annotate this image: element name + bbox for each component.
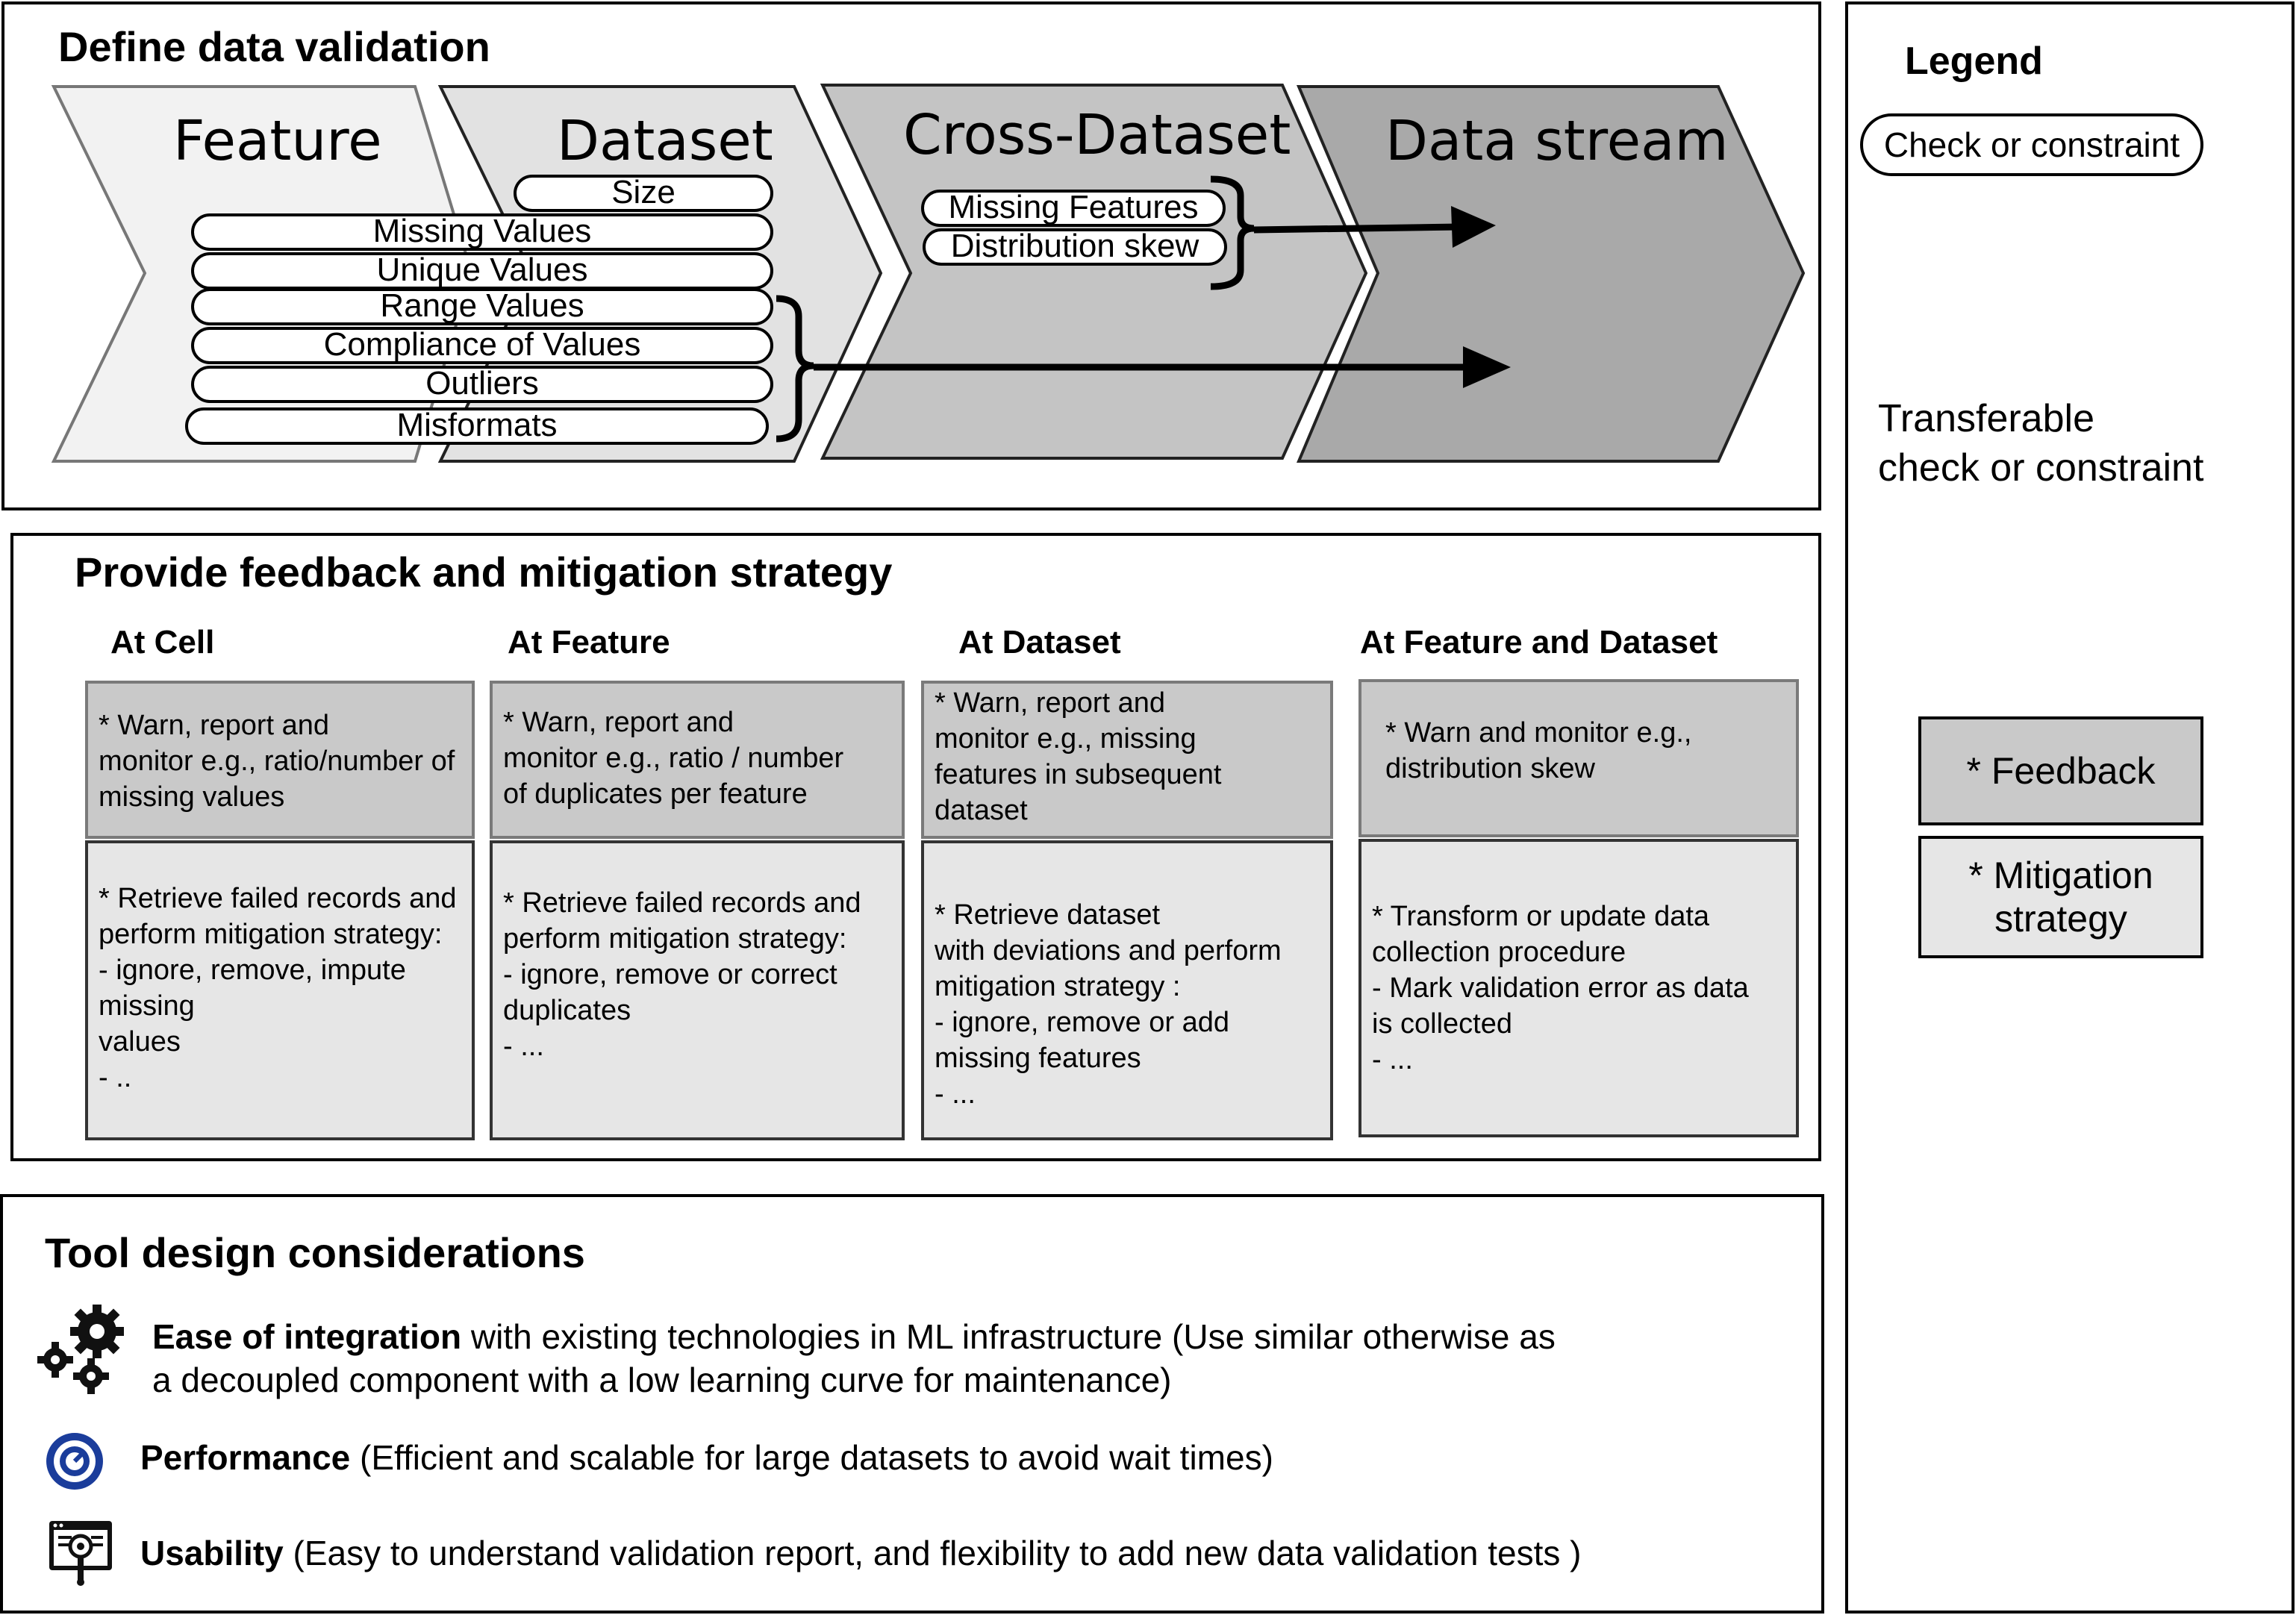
tool-design-title: Tool design considerations (45, 1229, 585, 1276)
check-misformats: Misformats (185, 407, 769, 445)
feedback-box-at-feature-and-dataset: * Warn and monitor e.g., distribution sk… (1358, 679, 1799, 837)
legend-feedback-box: * Feedback (1918, 716, 2203, 825)
usability-report-icon (46, 1518, 115, 1587)
stage-data-stream-title: Data stream (1385, 109, 1729, 173)
stage-cross-dataset-title: Cross-Dataset (903, 103, 1291, 167)
consideration-usability-bold: Usability (140, 1534, 284, 1572)
stage-feature-title: Feature (173, 109, 382, 173)
legend-mitigation-line1: * Mitigation (1968, 855, 2153, 896)
column-title-at-feature: At Feature (508, 624, 670, 660)
legend-transferable-line1: Transferable (1878, 397, 2094, 440)
mitigation-box-at-feature: * Retrieve failed records and perform mi… (490, 840, 905, 1140)
consideration-performance: Performance (Efficient and scalable for … (140, 1436, 1273, 1479)
consideration-usability-text: (Easy to understand validation report, a… (283, 1534, 1582, 1572)
tool-design-panel (0, 1194, 1824, 1614)
feedback-box-at-feature: * Warn, report and monitor e.g., ratio /… (490, 681, 905, 839)
feedback-box-at-dataset: * Warn, report and monitor e.g., missing… (921, 681, 1333, 839)
arrow-feature-checks-head (1463, 346, 1511, 388)
legend-check-pill: Check or constraint (1860, 113, 2203, 176)
check-range-values: Range Values (191, 288, 773, 325)
arrow-cross-checks-line (1253, 223, 1459, 234)
legend-mitigation-line2: strategy (1994, 898, 2127, 940)
performance-gauge-icon (43, 1430, 106, 1493)
consideration-usability: Usability (Easy to understand validation… (140, 1531, 1582, 1575)
check-size: Size (514, 175, 773, 212)
consideration-ease-of-integration: Ease of integration with existing techno… (152, 1315, 1556, 1402)
column-title-at-dataset: At Dataset (958, 624, 1121, 660)
consideration-ease-text: with existing technologies in ML infrast… (461, 1317, 1556, 1356)
gears-icon (34, 1303, 131, 1396)
consideration-ease-bold: Ease of integration (152, 1317, 462, 1356)
feedback-title: Provide feedback and mitigation strategy (75, 549, 893, 596)
legend-mitigation-box: * Mitigation strategy (1918, 836, 2203, 958)
check-missing-features: Missing Features (921, 190, 1226, 227)
consideration-ease-text2: a decoupled component with a low learnin… (152, 1361, 1172, 1399)
mitigation-box-at-feature-and-dataset: * Transform or update data collection pr… (1358, 839, 1799, 1137)
feedback-box-at-cell: * Warn, report and monitor e.g., ratio/n… (85, 681, 475, 839)
check-compliance-of-values: Compliance of Values (191, 327, 773, 364)
stage-dataset-title: Dataset (557, 109, 773, 173)
mitigation-box-at-dataset: * Retrieve dataset with deviations and p… (921, 840, 1333, 1140)
legend-transferable-line2: check or constraint (1878, 446, 2204, 490)
mitigation-box-at-cell: * Retrieve failed records and perform mi… (85, 840, 475, 1140)
arrow-cross-checks-head (1451, 206, 1496, 248)
legend-title: Legend (1905, 40, 2043, 83)
column-title-at-cell: At Cell (110, 624, 215, 660)
column-title-at-feature-and-dataset: At Feature and Dataset (1360, 624, 1718, 660)
check-outliers: Outliers (191, 366, 773, 403)
define-title: Define data validation (58, 23, 490, 70)
consideration-performance-text: (Efficient and scalable for large datase… (350, 1438, 1273, 1477)
check-missing-values: Missing Values (191, 213, 773, 251)
check-unique-values: Unique Values (191, 252, 773, 290)
consideration-performance-bold: Performance (140, 1438, 351, 1477)
check-distribution-skew: Distribution skew (923, 228, 1227, 266)
